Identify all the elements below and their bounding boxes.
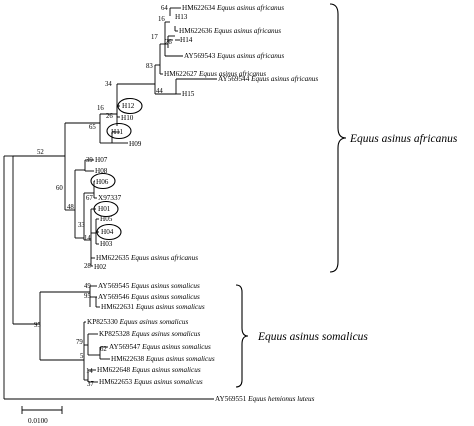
leaf-label: H14 (180, 36, 193, 44)
leaf-label: KP825328 Equus asinus somalicus (99, 330, 200, 338)
leaf-label: H02 (94, 263, 107, 271)
bootstrap-value: 65 (89, 124, 96, 131)
leaf-label: HM622631 Equus asinus somalicus (101, 303, 205, 311)
leaf-label: H12 (122, 102, 135, 110)
bootstrap-value: 14 (86, 368, 93, 375)
bootstrap-value: 83 (146, 63, 153, 70)
highlight-ellipses (90, 97, 143, 241)
bootstrap-value: 5 (80, 353, 84, 360)
highlight-h11 (106, 122, 132, 140)
leaf-label: AY569546 Equus asinus somalicus (98, 293, 200, 301)
bootstrap-value: 95 (84, 293, 91, 300)
clade-label-somalicus: Equus asinus somalicus (257, 331, 368, 343)
bootstrap-value: 52 (37, 149, 44, 156)
bootstrap-value: 48 (67, 204, 74, 211)
clade-bracket-africanus: Equus asinus africanus (329, 3, 458, 273)
highlight-h12 (117, 97, 143, 115)
clade-label-africanus: Equus asinus africanus (349, 133, 458, 145)
bootstrap-value: 26 (106, 113, 113, 120)
bootstrap-value: 60 (56, 185, 63, 192)
bootstrap-value: 16 (158, 16, 165, 23)
leaf-label: HM622636 Equus asinus africanus (179, 27, 281, 35)
bootstrap-value: 33 (78, 222, 85, 229)
leaf-label: H04 (101, 228, 114, 236)
leaf-label: AY569545 Equus asinus somalicus (98, 282, 200, 290)
bootstrap-value: 26 (165, 39, 172, 46)
leaf-label: HM622627 Equus asinus africanus (164, 70, 266, 78)
leaf-label: H09 (129, 140, 142, 148)
bootstrap-value: 95 (34, 322, 41, 329)
leaf-label: H15 (182, 90, 195, 98)
leaf-label: HM622638 Equus asinus somalicus (111, 355, 215, 363)
leaf-label: H11 (111, 128, 124, 136)
bootstrap-value: 37 (87, 381, 94, 388)
leaf-label: X97337 (98, 194, 122, 202)
leaf-label: H08 (95, 167, 108, 175)
bootstrap-value: 39 (86, 157, 93, 164)
bootstrap-value: 67 (86, 195, 93, 202)
leaf-label: H05 (100, 215, 113, 223)
bootstrap-value: 14 (84, 235, 91, 242)
scale-bar-label: 0.0100 (28, 417, 48, 425)
tree-branches (3, 7, 217, 400)
leaf-label: H01 (98, 205, 111, 213)
leaf-label: AY569547 Equus asinus somalicus (109, 343, 211, 351)
bootstrap-values: 64 16 26 17 83 44 34 26 16 65 52 39 60 6… (34, 5, 172, 388)
leaf-label: HM622635 Equus asinus africanus (96, 254, 198, 262)
leaf-label: AY569551 Equus hemionus luteus (215, 395, 315, 403)
clade-bracket-somalicus: Equus asinus somalicus (235, 284, 368, 388)
bootstrap-value: 64 (161, 5, 168, 12)
leaf-label: H07 (95, 156, 108, 164)
bootstrap-value: 28 (84, 263, 91, 270)
bootstrap-value: 17 (151, 34, 158, 41)
highlight-h01 (93, 200, 119, 218)
leaf-label: HM622653 Equus asinus somalicus (99, 378, 203, 386)
leaf-label: AY569543 Equus asinus africanus (184, 52, 284, 60)
bootstrap-value: 79 (76, 339, 83, 346)
leaf-label: H10 (121, 114, 134, 122)
leaf-label: H06 (96, 178, 109, 186)
leaf-label: H03 (100, 240, 113, 248)
leaf-label: H13 (175, 13, 188, 21)
scale-bar: 0.0100 (21, 406, 63, 425)
leaf-labels: HM622634 Equus asinus africanus H13 H14 … (87, 4, 318, 403)
bootstrap-value: 34 (105, 81, 112, 88)
leaf-label: HM622634 Equus asinus africanus (182, 4, 284, 12)
leaf-label: HM622648 Equus asinus somalicus (97, 366, 201, 374)
leaf-label: KP825330 Equus asinus somalicus (87, 318, 188, 326)
bootstrap-value: 16 (97, 105, 104, 112)
leaf-label: AY569544 Equus asinus africanus (218, 75, 318, 83)
highlight-h06 (90, 172, 116, 190)
highlight-h04 (96, 223, 122, 241)
bootstrap-value: 62 (100, 346, 107, 353)
bootstrap-value: 49 (84, 283, 91, 290)
bootstrap-value: 44 (156, 88, 163, 95)
